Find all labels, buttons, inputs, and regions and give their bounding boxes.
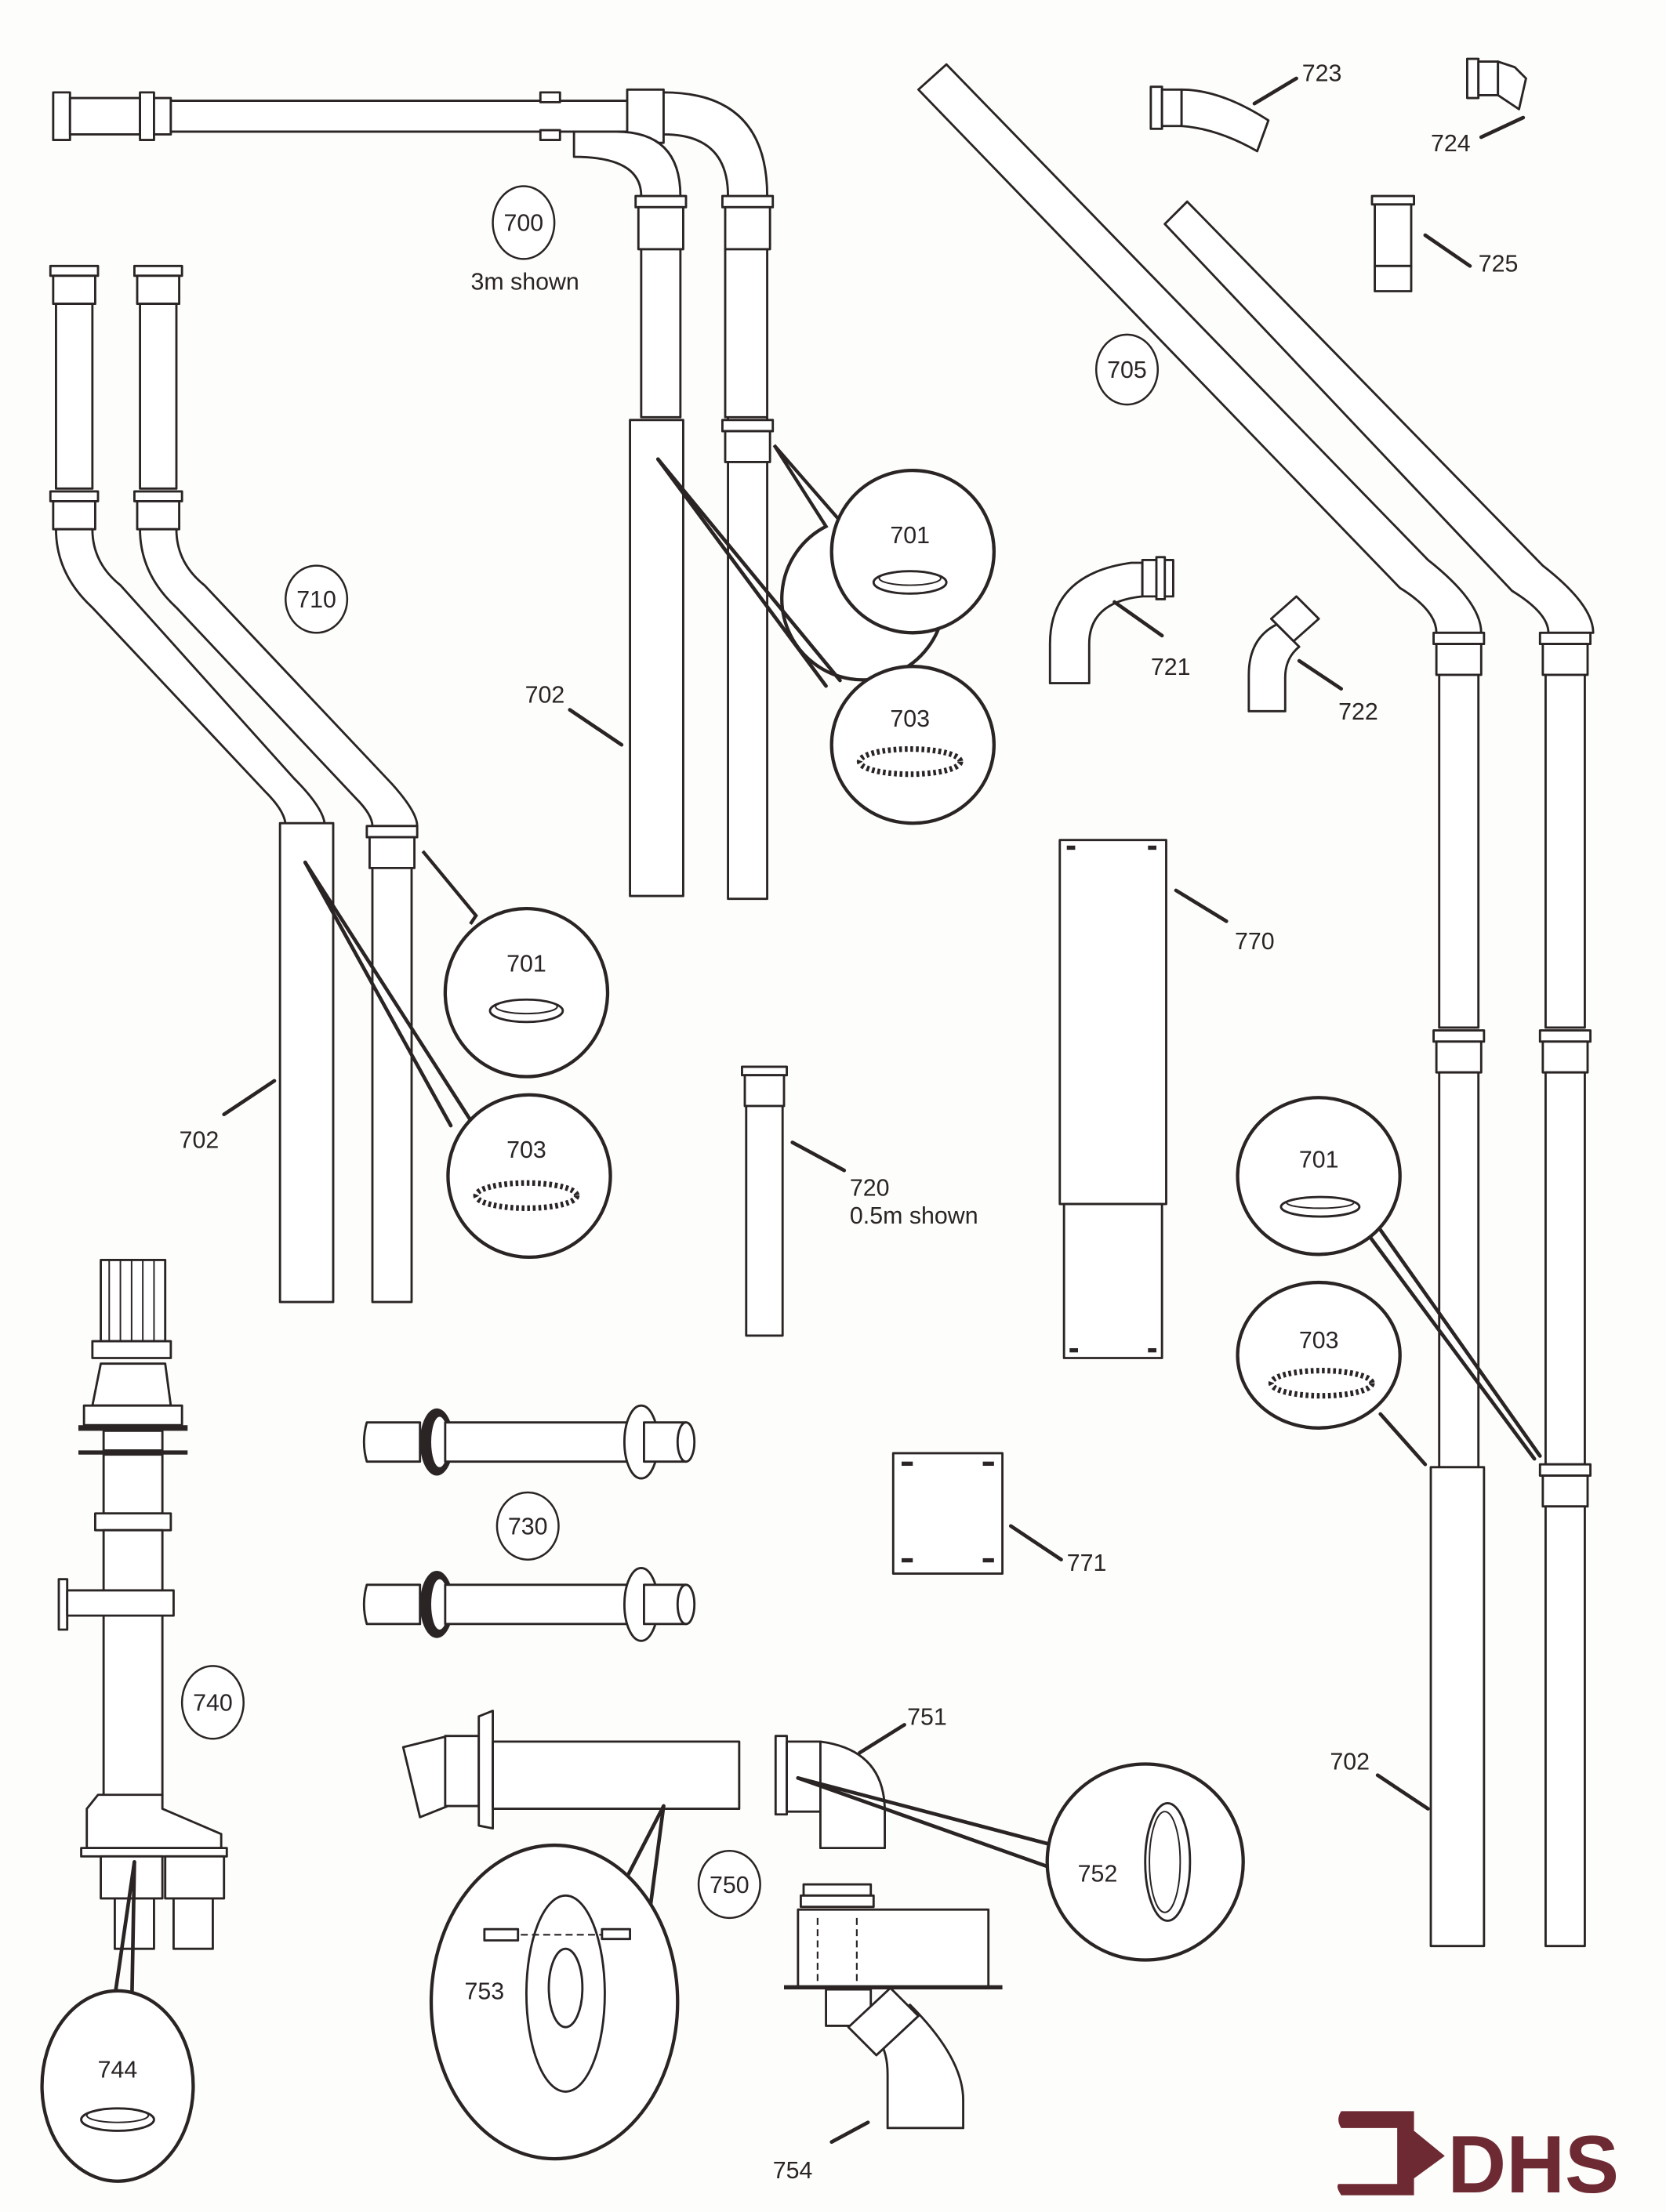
- part-753-number: 753: [465, 1979, 505, 2005]
- part-744-callout[interactable]: 744: [40, 1860, 195, 2183]
- part-703-number: 703: [890, 706, 930, 732]
- part-730-number: 730: [508, 1514, 548, 1540]
- part-770-label: 770: [1235, 929, 1275, 955]
- part-700-number: 700: [504, 211, 544, 237]
- part-730-tag: 730: [495, 1491, 560, 1561]
- part-700-tag: 700 3m shown: [470, 185, 579, 296]
- part-722-bend[interactable]: [1247, 595, 1320, 713]
- part-701-number-left: 701: [506, 952, 546, 977]
- part-752-number: 752: [1078, 1861, 1118, 1887]
- part-722-label: 722: [1338, 699, 1378, 725]
- part-754-bend[interactable]: [847, 1986, 964, 2130]
- part-771-plate[interactable]: [891, 1452, 1004, 1575]
- part-701-number: 701: [890, 523, 930, 549]
- part-710-tag: 710: [285, 564, 349, 634]
- part-700-note: 3m shown: [470, 270, 579, 296]
- part-702-label-left: 702: [180, 1128, 220, 1154]
- part-725-leader: [1423, 233, 1472, 268]
- part-702-leader-right: [1375, 1773, 1430, 1811]
- part-723-fitting[interactable]: [1149, 85, 1270, 153]
- part-754-leader: [829, 2120, 870, 2145]
- part-723-leader: [1252, 76, 1298, 106]
- part-703-callout-right[interactable]: 703: [1236, 1280, 1428, 1467]
- part-724-label: 724: [1431, 131, 1471, 157]
- part-701-number-right: 701: [1299, 1148, 1339, 1173]
- part-720-label: 720: [850, 1175, 890, 1201]
- part-740-vertical-terminal[interactable]: [57, 1259, 228, 1950]
- part-720-leader: [790, 1140, 847, 1173]
- part-744-number: 744: [98, 2058, 138, 2083]
- part-725-fitting[interactable]: [1370, 194, 1416, 292]
- part-721-bend[interactable]: [1048, 556, 1174, 685]
- part-701-callout-right[interactable]: 701: [1236, 1096, 1542, 1461]
- part-722-leader: [1297, 658, 1344, 691]
- part-702-label: 702: [525, 683, 565, 709]
- part-721-label: 721: [1151, 655, 1191, 680]
- part-730-terminal-upper[interactable]: [362, 1404, 696, 1480]
- part-705-number: 705: [1107, 357, 1147, 383]
- part-750-terminal[interactable]: [401, 1710, 741, 1830]
- part-702-leader: [568, 708, 624, 747]
- part-771-leader: [1008, 1524, 1063, 1562]
- part-701-callout[interactable]: 701: [772, 444, 996, 682]
- part-724-fitting[interactable]: [1466, 57, 1527, 111]
- part-753-callout[interactable]: 753: [429, 1804, 680, 2161]
- part-703-callout[interactable]: 703: [655, 457, 996, 825]
- part-771-label: 771: [1067, 1550, 1107, 1576]
- part-770-plate[interactable]: [1058, 839, 1167, 1359]
- part-720-pipe[interactable]: [741, 1065, 788, 1337]
- part-751-elbow[interactable]: [774, 1735, 886, 1850]
- logo-text: DHS: [1447, 2119, 1619, 2210]
- part-710-assembly[interactable]: [49, 264, 419, 1304]
- part-751-label: 751: [907, 1704, 947, 1730]
- part-754-label: 754: [773, 2158, 813, 2184]
- part-705-assembly[interactable]: [917, 63, 1595, 1948]
- part-724-leader: [1479, 115, 1526, 140]
- part-725-label: 725: [1479, 251, 1519, 277]
- part-770-leader: [1174, 888, 1229, 923]
- part-701-callout-left[interactable]: 701: [421, 850, 610, 1079]
- part-700-assembly[interactable]: [52, 88, 775, 901]
- part-750-tag: 750: [697, 1849, 761, 1920]
- part-703-number-left: 703: [506, 1137, 546, 1163]
- part-750-flat-flue-box[interactable]: [784, 1883, 1003, 2027]
- part-705-tag: 705: [1094, 333, 1160, 406]
- part-730-terminal-lower[interactable]: [362, 1566, 696, 1642]
- part-702-leader-left: [222, 1079, 277, 1117]
- part-703-callout-left[interactable]: 703: [303, 860, 612, 1260]
- part-740-number: 740: [193, 1691, 233, 1717]
- part-721-leader: [1112, 600, 1164, 638]
- part-720-note: 0.5m shown: [850, 1203, 978, 1229]
- part-751-leader: [858, 1723, 906, 1755]
- part-710-number: 710: [296, 587, 336, 613]
- part-750-number: 750: [710, 1873, 750, 1898]
- part-740-tag: 740: [180, 1665, 245, 1740]
- dhs-logo: DHS: [1337, 2111, 1619, 2210]
- part-752-callout[interactable]: 752: [796, 1762, 1245, 1962]
- part-723-label: 723: [1302, 61, 1342, 87]
- part-703-number-right: 703: [1299, 1328, 1339, 1354]
- logo-arrow-icon: [1337, 2111, 1445, 2196]
- part-702-label-right: 702: [1330, 1750, 1370, 1775]
